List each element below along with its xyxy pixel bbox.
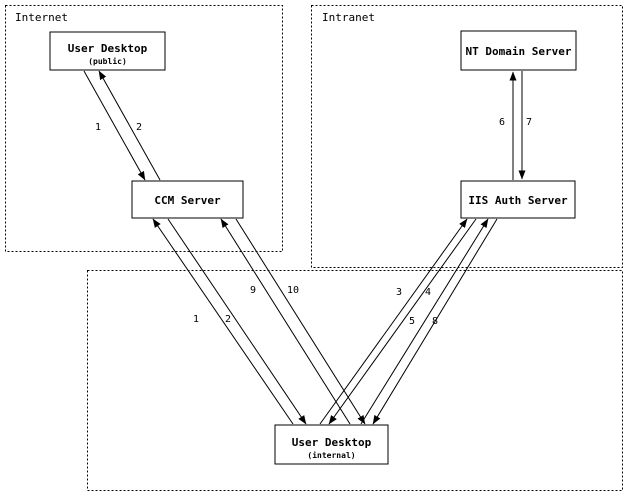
- flow-iis-ntdomain: [509, 71, 526, 180]
- step-label-9: 9: [250, 285, 256, 296]
- step-label-1-internal: 1: [193, 314, 199, 325]
- flow-line-step-1-internal: [152, 218, 294, 425]
- node-box-user-desktop-public[interactable]: [49, 31, 166, 71]
- node-title-iis-auth-server: IIS Auth Server: [468, 194, 568, 207]
- step-label-6: 6: [499, 117, 505, 128]
- node-user-desktop-internal[interactable]: User Desktop (internal): [274, 424, 389, 465]
- node-ccm-server[interactable]: CCM Server: [131, 180, 244, 219]
- node-box-ccm-server[interactable]: [131, 180, 244, 219]
- node-box-user-desktop-internal[interactable]: [274, 424, 389, 465]
- node-title-user-desktop-public: User Desktop: [68, 42, 148, 55]
- flow-line-step-8: [372, 218, 498, 425]
- flow-internal-desktop-iis-34: [319, 218, 477, 425]
- node-title-user-desktop-internal: User Desktop: [292, 436, 372, 449]
- step-labels: 1 2 1 2 3 4 5 6 7 8 9 10: [95, 117, 532, 327]
- step-label-4: 4: [425, 287, 431, 298]
- step-label-2-internal: 2: [225, 314, 231, 325]
- flow-internal-desktop-ccm-910: [220, 218, 366, 425]
- flow-internal-desktop-iis-58: [360, 218, 498, 425]
- flow-line-step-4: [328, 218, 477, 425]
- node-nt-domain-server[interactable]: NT Domain Server: [460, 30, 577, 71]
- flow-public-desktop-ccm: [83, 70, 161, 181]
- node-iis-auth-server[interactable]: IIS Auth Server: [460, 180, 576, 219]
- flow-internal-desktop-ccm-12: [152, 218, 307, 425]
- step-label-2-public: 2: [136, 122, 142, 133]
- zone-internet-border: [5, 5, 283, 252]
- flow-line-step-2-internal: [167, 218, 307, 425]
- node-box-nt-domain-server[interactable]: [460, 30, 577, 71]
- step-label-10: 10: [287, 285, 299, 296]
- step-label-5: 5: [409, 316, 415, 327]
- zone-boundaries: [5, 5, 623, 491]
- zone-intranet-border: [311, 5, 623, 268]
- step-label-7: 7: [526, 117, 532, 128]
- node-subtitle-user-desktop-public: (public): [88, 56, 127, 66]
- flow-line-step-3: [319, 218, 468, 425]
- zone-internal-border: [87, 270, 623, 491]
- node-subtitle-user-desktop-internal: (internal): [307, 450, 355, 460]
- flow-line-step-5: [360, 218, 489, 425]
- step-label-1-public: 1: [95, 122, 101, 133]
- node-title-ccm-server: CCM Server: [154, 194, 221, 207]
- step-label-3: 3: [396, 287, 402, 298]
- zone-label-internet: Internet: [15, 11, 68, 24]
- flow-line-step-9: [220, 218, 351, 425]
- node-box-iis-auth-server[interactable]: [460, 180, 576, 219]
- node-user-desktop-public[interactable]: User Desktop (public): [49, 31, 166, 71]
- step-label-8: 8: [432, 316, 438, 327]
- node-title-nt-domain-server: NT Domain Server: [466, 45, 572, 58]
- flow-line-step-1-public: [83, 70, 146, 181]
- zone-label-intranet: Intranet: [322, 11, 375, 24]
- flow-line-step-10: [235, 218, 366, 425]
- flow-line-step-2-public: [98, 70, 161, 181]
